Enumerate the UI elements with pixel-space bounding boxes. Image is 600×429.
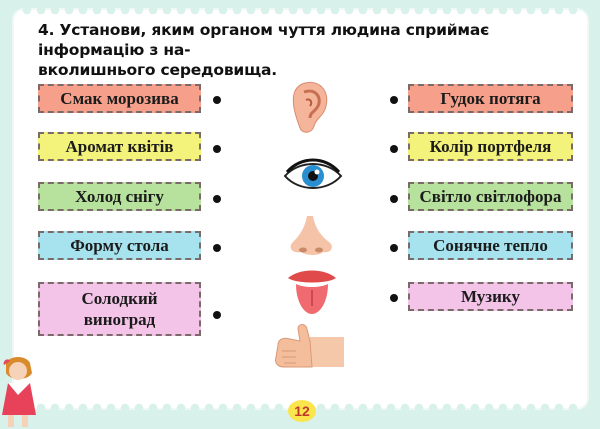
right-item-backpack-color[interactable]: Колір портфеля: [408, 132, 573, 161]
right-item-music[interactable]: Музику: [408, 282, 573, 311]
task-line-2: вколишнього середовища.: [38, 61, 277, 79]
right-dot-3[interactable]: [390, 195, 398, 203]
right-item-traffic-light[interactable]: Світло світлофора: [408, 182, 573, 211]
task-text: 4. Установи, яким органом чуття людина с…: [38, 20, 578, 80]
nose-icon: [290, 216, 332, 255]
tongue-icon: [288, 270, 336, 314]
right-item-train-horn[interactable]: Гудок потяга: [408, 84, 573, 113]
left-dot-4[interactable]: [213, 244, 221, 252]
left-item-flower-smell[interactable]: Аромат квітів: [38, 132, 201, 161]
left-dot-1[interactable]: [213, 96, 221, 104]
hand-icon: [275, 324, 344, 368]
left-item-table-shape[interactable]: Форму стола: [38, 231, 201, 260]
eye-icon: [283, 158, 343, 189]
right-dot-5[interactable]: [390, 294, 398, 302]
page-number: 12: [288, 400, 316, 422]
girl-illustration: [2, 357, 36, 427]
grapes-line-1: Солодкий: [81, 289, 158, 308]
right-dot-4[interactable]: [390, 244, 398, 252]
right-dot-2[interactable]: [390, 145, 398, 153]
left-item-snow-cold[interactable]: Холод снігу: [38, 182, 201, 211]
task-line-1: 4. Установи, яким органом чуття людина с…: [38, 21, 490, 59]
right-item-sun-warmth[interactable]: Сонячне тепло: [408, 231, 573, 260]
left-dot-5[interactable]: [213, 311, 221, 319]
grapes-line-2: виноград: [83, 310, 156, 329]
left-item-sweet-grapes[interactable]: Солодкий виноград: [38, 282, 201, 336]
left-dot-3[interactable]: [213, 195, 221, 203]
left-dot-2[interactable]: [213, 145, 221, 153]
left-item-ice-cream-taste[interactable]: Смак морозива: [38, 84, 201, 113]
right-dot-1[interactable]: [390, 96, 398, 104]
ear-icon: [292, 82, 328, 133]
